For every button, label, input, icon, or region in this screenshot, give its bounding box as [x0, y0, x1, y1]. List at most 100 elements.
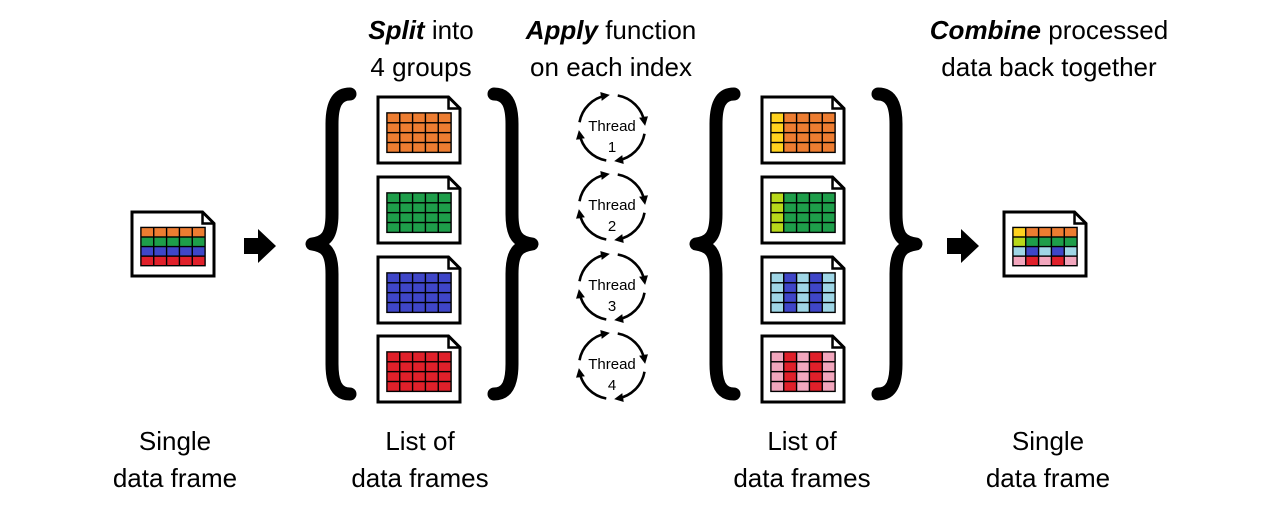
document-fold-icon	[447, 336, 460, 349]
right-brace-open	[696, 94, 734, 394]
grid-cell	[400, 372, 412, 381]
grid-cell	[438, 113, 451, 123]
single-output-caption: Single data frame	[970, 423, 1126, 497]
grid-cell	[141, 256, 154, 265]
grid-cell	[141, 228, 154, 237]
grid-cell	[771, 382, 784, 391]
document-fold-icon	[447, 257, 460, 270]
document-fold-icon	[1073, 212, 1086, 225]
grid-cell	[784, 123, 796, 132]
grid-cell	[797, 133, 809, 142]
grid-cell	[822, 303, 835, 312]
cycle-arrow-icon	[617, 94, 648, 126]
grid-cell	[387, 203, 400, 212]
grid-cell	[810, 283, 822, 292]
split-arrow-icon	[244, 229, 276, 263]
grid-cell	[822, 123, 835, 132]
grid-cell	[771, 273, 784, 283]
grid-cell	[1026, 247, 1038, 256]
grid-cell	[810, 203, 822, 212]
thread-label: Thread	[588, 277, 636, 294]
thread-number: 2	[608, 218, 616, 235]
grid-cell	[413, 203, 425, 212]
processed-list-line2: data frames	[733, 463, 871, 493]
grid-cell	[784, 382, 796, 391]
grid-cell	[438, 283, 451, 292]
grid-cell	[771, 113, 784, 123]
grid-cell	[784, 283, 796, 292]
grid-cell	[400, 123, 412, 132]
grid-cell	[784, 223, 796, 232]
grid-cell	[400, 133, 412, 142]
grid-cell	[180, 256, 192, 265]
grid-cell	[822, 273, 835, 283]
grid-cell	[771, 143, 784, 152]
grid-cell	[387, 273, 400, 283]
grid-cell	[771, 133, 784, 142]
grid-cell	[1064, 256, 1077, 265]
grid-cell	[1052, 237, 1064, 246]
grid-cell	[810, 352, 822, 362]
grid-cell	[1039, 256, 1051, 265]
grid-cell	[426, 223, 438, 232]
grid-cell	[1013, 237, 1026, 246]
grid-cell	[822, 133, 835, 142]
grid-cell	[426, 382, 438, 391]
grid-cell	[822, 203, 835, 212]
grid-cell	[784, 352, 796, 362]
grid-cell	[387, 123, 400, 132]
grid-cell	[400, 213, 412, 222]
split-caption: Split into 4 groups	[330, 12, 512, 86]
grid-cell	[387, 223, 400, 232]
document-fold-icon	[831, 97, 844, 110]
split-frame-orange	[376, 95, 462, 165]
grid-cell	[810, 123, 822, 132]
processed-frame-blue-processed	[760, 255, 846, 325]
grid-cell	[1064, 228, 1077, 237]
split-list-caption: List of data frames	[335, 423, 505, 497]
grid-cell	[810, 223, 822, 232]
grid-cell	[810, 133, 822, 142]
grid-cell	[387, 133, 400, 142]
grid-cell	[1026, 237, 1038, 246]
grid-cell	[771, 223, 784, 232]
grid-cell	[784, 362, 796, 371]
grid-cell	[413, 213, 425, 222]
grid-cell	[1026, 256, 1038, 265]
thread-number: 4	[608, 377, 616, 394]
grid-cell	[784, 113, 796, 123]
grid-cell	[400, 303, 412, 312]
thread-number: 3	[608, 298, 616, 315]
grid-cell	[387, 193, 400, 203]
cycle-arrow-icon	[617, 332, 648, 364]
grid-cell	[771, 293, 784, 302]
cycle-arrow-icon	[614, 133, 646, 164]
grid-cell	[426, 213, 438, 222]
processed-frame-green-processed	[760, 175, 846, 245]
cycle-arrow-icon	[576, 289, 607, 321]
thread-number: 1	[608, 139, 616, 156]
grid-cell	[400, 113, 412, 123]
document-fold-icon	[447, 177, 460, 190]
grid-cell	[426, 113, 438, 123]
grid-cell	[810, 303, 822, 312]
grid-cell	[154, 247, 166, 256]
grid-cell	[154, 256, 166, 265]
grid-cell	[413, 372, 425, 381]
document-fold-icon	[831, 257, 844, 270]
cycle-arrow-icon	[578, 171, 610, 202]
split-rest: into	[424, 15, 474, 45]
grid-cell	[438, 362, 451, 371]
grid-cell	[167, 247, 179, 256]
grid-cell	[426, 372, 438, 381]
grid-cell	[822, 293, 835, 302]
grid-cell	[413, 143, 425, 152]
grid-cell	[797, 293, 809, 302]
split-frame-red	[376, 334, 462, 404]
grid-cell	[822, 382, 835, 391]
thread-label: Thread	[588, 118, 636, 135]
grid-cell	[426, 352, 438, 362]
grid-cell	[426, 293, 438, 302]
grid-cell	[797, 203, 809, 212]
thread-label: Thread	[588, 356, 636, 373]
